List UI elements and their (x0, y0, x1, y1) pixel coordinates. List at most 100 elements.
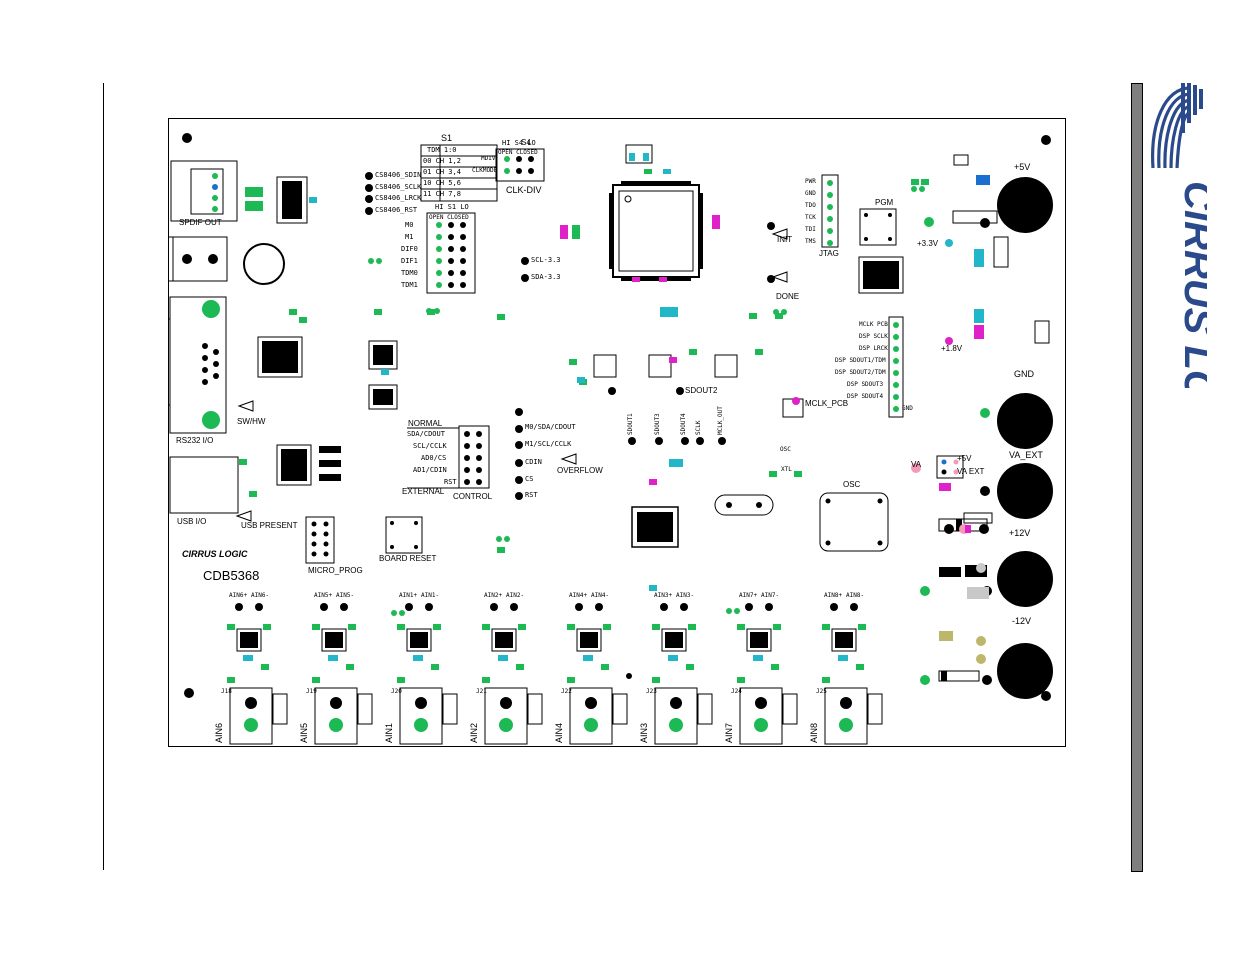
ain-channel-label: AIN8 (809, 722, 819, 743)
ctrl-tp-cdin: CDIN (525, 458, 542, 466)
ain-channel-label: AIN1 (384, 722, 394, 743)
tp-mclk-out: MCLK_OUT (717, 406, 724, 435)
ctrl-pin-sda: SDA/CDOUT (407, 430, 445, 438)
ain-tp-plus (235, 603, 243, 611)
done-label: DONE (776, 292, 800, 301)
mode-pin-dif0: DIF0 (401, 245, 418, 253)
adc-cs5368-u18 (631, 506, 679, 548)
rs232-label: RS232 I/O (176, 436, 214, 445)
mode-pin-tdm1: TDM1 (401, 281, 418, 289)
dsp-header-j4 (888, 316, 904, 418)
va-ext-small-label: VA EXT (957, 467, 985, 476)
s4-label: S4 (521, 138, 531, 147)
pgm-label: PGM (875, 198, 894, 207)
ain-jack-label: J19 (306, 688, 317, 695)
plus12v-label: +12V (1009, 528, 1031, 538)
tp-cs8406-rst: CS8406_RST (375, 206, 418, 214)
ain-jack (229, 687, 273, 745)
mount-hole-mh1 (182, 133, 192, 143)
ctrl-pin-ad1: AD1/CDIN (413, 466, 447, 474)
clkdiv-header: HI S4 LO (502, 139, 536, 147)
mode-pin-dif1: DIF1 (401, 257, 418, 265)
ain-opamp (236, 628, 262, 652)
osc-select-label: OSC (780, 446, 791, 453)
ain-minus-label: AIN5- (336, 592, 355, 599)
mount-hole-mh2 (184, 688, 194, 698)
ctrl-pin-ad0: AD0/CS (421, 454, 447, 462)
pcb-outline: SPDIF OUT RS232 I/O USB I/O USB PRESENT … (132, 118, 1066, 747)
ain-tp-minus (680, 603, 688, 611)
overflow-label: OVERFLOW (557, 466, 603, 475)
ain-opamp (491, 628, 517, 652)
control-header-j7 (458, 425, 490, 489)
ain-minus-label: AIN8- (846, 592, 865, 599)
clk-div-block (495, 148, 545, 182)
va-label: VA (911, 460, 922, 469)
ain-channel-label: AIN7 (724, 722, 734, 743)
ain-tp-minus (255, 603, 263, 611)
tdm-row-2: 10 CH 5,6 (423, 179, 461, 187)
external-label: EXTERNAL (402, 487, 445, 496)
ctrl-tp-sda: M0/SDA/CDOUT (525, 423, 576, 431)
ain-minus-label: AIN7- (761, 592, 780, 599)
tp-scl-3v3: SCL-3.3 (531, 256, 561, 264)
ain-channel-label: AIN6 (214, 722, 224, 743)
control-label: CONTROL (453, 492, 493, 501)
board-reset-switch-s3 (385, 516, 423, 554)
gnd-post-label: GND (1014, 369, 1034, 379)
ain-tp-plus (745, 603, 753, 611)
mode-jumper-block (426, 212, 476, 294)
jtag-header-j8 (821, 174, 839, 248)
usb-present-label: USB PRESENT (241, 521, 298, 530)
mode-subheader: OPEN CLOSED (429, 214, 469, 221)
ain-minus-label: AIN6- (251, 592, 270, 599)
ctrl-tp-scl: M1/SCL/CCLK (525, 440, 572, 448)
main-fpga-u2 (612, 184, 700, 278)
clkdiv-pin-clkmode: CLKMODE (472, 167, 498, 174)
xtl-select-label: XTL (781, 466, 792, 473)
logo-word: CIRRUS LOGIC (1176, 181, 1207, 388)
va-ext-label: VA_EXT (1009, 450, 1043, 460)
ain-tp-plus (575, 603, 583, 611)
ain-tp-plus (490, 603, 498, 611)
ain-opamp (576, 628, 602, 652)
mount-hole-mh4 (1041, 691, 1051, 701)
s1-label: S1 (441, 133, 453, 143)
tp-cs8406-sdin: CS8406_SDIN (375, 171, 422, 179)
minus12v-label: -12V (1012, 616, 1032, 626)
spdif-coax-j3 (172, 236, 228, 282)
ain-jack (399, 687, 443, 745)
ain-plus-label: AIN8+ (824, 592, 843, 599)
mclk-pcb-label: MCLK_PCB (805, 399, 849, 408)
ain-minus-label: AIN2- (506, 592, 525, 599)
usb-io-label: USB I/O (177, 517, 207, 526)
jtag-pin-gnd: GND (805, 190, 816, 197)
left-margin-line (103, 83, 104, 870)
normal-label: NORMAL (408, 419, 443, 428)
plus12v-post (997, 551, 1053, 607)
jtag-pin-tms: TMS (805, 238, 816, 245)
ain-opamp (831, 628, 857, 652)
init-label: INIT (777, 235, 793, 244)
plus3v3-label: +3.3V (917, 239, 939, 248)
tdm-row-3: 11 CH 7,8 (423, 190, 461, 198)
cirrus-logic-logo: CIRRUS LOGIC (1151, 83, 1207, 388)
ain-opamp (321, 628, 347, 652)
ain-jack (739, 687, 783, 745)
ain-plus-label: AIN7+ (739, 592, 758, 599)
ain-tp-minus (850, 603, 858, 611)
tp-cs8406-lrck: CS8406_LRCK (375, 194, 422, 202)
tdm-table-box (420, 144, 498, 202)
plus5v-small-label: +5V (957, 454, 972, 463)
ain-minus-label: AIN1- (421, 592, 440, 599)
tp-cs8406-sclk: CS8406_SCLK (375, 183, 422, 191)
ain-tp-plus (660, 603, 668, 611)
ain-jack (654, 687, 698, 745)
usb-connector-j10 (169, 456, 239, 514)
dsp-pin-sclk: DSP SCLK (859, 333, 888, 340)
u17-chip (276, 444, 312, 486)
tp-sdout1: SDOUT1 (627, 413, 634, 435)
tp-sdout3: SDOUT3 (654, 413, 661, 435)
ain-opamp (746, 628, 772, 652)
